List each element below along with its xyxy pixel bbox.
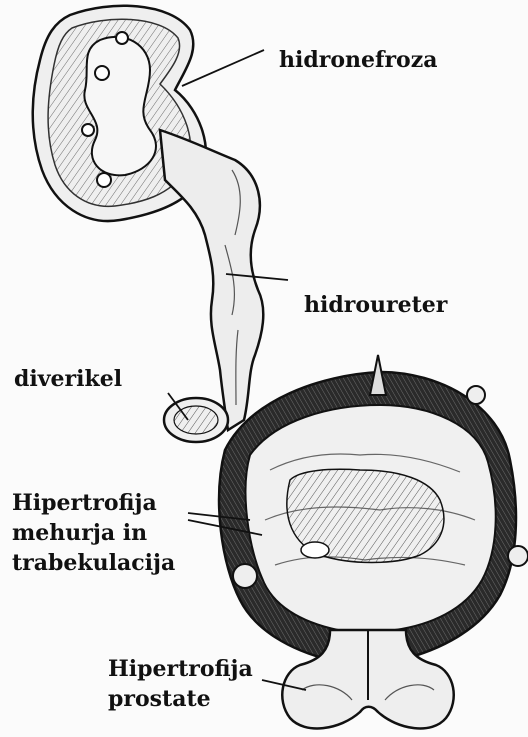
label-hidroureter: hidroureter [304,291,447,319]
leader-hidronefroza [182,50,264,86]
label-hipertrofija-prostate-line2: prostate [108,684,253,714]
diverticulum [164,398,228,442]
label-hipertrofija-prostate-line1: Hipertrofija [108,654,253,684]
ureter [160,130,263,430]
calyx-4 [116,32,128,44]
calyx-3 [97,173,111,187]
label-diverikel: diverikel [14,365,122,393]
label-hidronefroza: hidronefroza [279,46,437,74]
label-hipertrofija-mehurja-line2: mehurja in [12,518,175,548]
calyx-1 [95,66,109,80]
calyx-2 [82,124,94,136]
label-hipertrofija-mehurja-line3: trabekulacija [12,548,175,578]
label-hipertrofija-prostate: Hipertrofija prostate [108,654,253,714]
bladder [219,355,528,660]
label-hipertrofija-mehurja-line1: Hipertrofija [12,488,175,518]
label-hipertrofija-mehurja: Hipertrofija mehurja in trabekulacija [12,488,175,578]
